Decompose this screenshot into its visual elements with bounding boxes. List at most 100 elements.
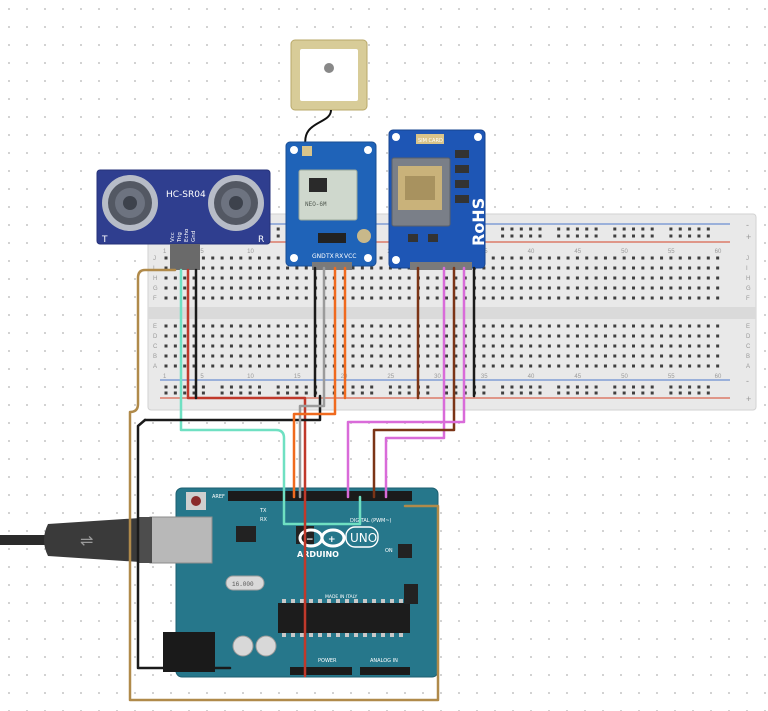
breadboard-hole <box>248 266 252 270</box>
rail-hole <box>201 385 205 389</box>
column-number: 5 <box>200 374 204 380</box>
chip-pin <box>291 599 295 603</box>
breadboard-hole <box>575 354 579 358</box>
wire-gps-rx <box>292 266 337 499</box>
chip-pin <box>372 633 376 637</box>
breadboard-hole <box>258 266 261 270</box>
analog-header <box>360 667 410 675</box>
chip-pin <box>354 633 358 637</box>
breadboard-hole <box>622 266 626 270</box>
breadboard-hole <box>388 266 392 270</box>
reset-button[interactable] <box>191 496 201 506</box>
breadboard-hole <box>173 296 177 300</box>
breadboard-hole <box>435 276 439 280</box>
breadboard-hole <box>660 344 664 348</box>
row-letter: C <box>746 344 751 350</box>
breadboard-hole <box>538 334 542 338</box>
column-number: 1 <box>163 249 167 255</box>
rail-hole <box>622 385 626 389</box>
column-number: 25 <box>387 374 394 380</box>
rail-hole <box>669 385 673 389</box>
breadboard-hole <box>258 276 261 280</box>
breadboard-hole <box>575 364 579 368</box>
rail-plus-label: + <box>746 232 751 242</box>
breadboard-hole <box>538 276 542 280</box>
breadboard-hole <box>501 324 505 328</box>
breadboard-hole <box>688 296 692 300</box>
arduino-model: UNO <box>350 531 377 545</box>
breadboard-hole <box>594 296 598 300</box>
breadboard-hole <box>669 364 673 368</box>
breadboard-hole <box>632 364 635 368</box>
breadboard-hole <box>164 334 168 338</box>
rail-hole <box>706 391 710 395</box>
breadboard-hole <box>295 266 299 270</box>
breadboard-hole <box>688 354 692 358</box>
breadboard-hole <box>491 324 495 328</box>
column-number: 45 <box>574 249 581 255</box>
chip-pin <box>345 599 349 603</box>
breadboard-hole <box>267 324 271 328</box>
rail-hole <box>650 385 654 389</box>
breadboard-hole <box>688 364 692 368</box>
breadboard-hole <box>183 296 187 300</box>
rail-hole <box>201 391 205 395</box>
breadboard-hole <box>360 354 364 358</box>
breadboard-hole <box>445 354 448 358</box>
rail-hole <box>445 385 448 389</box>
breadboard-hole <box>538 324 542 328</box>
breadboard-hole <box>286 286 290 290</box>
breadboard-hole <box>388 296 392 300</box>
rail-hole <box>641 385 645 389</box>
breadboard-hole <box>510 296 514 300</box>
breadboard-hole <box>342 354 346 358</box>
breadboard-hole <box>435 354 439 358</box>
breadboard-hole <box>557 344 561 348</box>
breadboard-hole <box>482 354 486 358</box>
breadboard-hole <box>566 344 570 348</box>
breadboard-hole <box>276 324 280 328</box>
rail-hole <box>697 391 701 395</box>
breadboard-hole <box>547 256 551 260</box>
breadboard-hole <box>585 276 589 280</box>
breadboard-hole <box>295 354 299 358</box>
rail-hole <box>585 391 589 395</box>
aref-label: AREF <box>212 494 225 500</box>
breadboard-hole <box>641 334 645 338</box>
breadboard-hole <box>351 266 355 270</box>
breadboard-hole <box>603 364 607 368</box>
breadboard-hole <box>622 256 626 260</box>
column-number: 40 <box>528 249 535 255</box>
breadboard-hole <box>407 334 411 338</box>
breadboard-hole <box>220 266 224 270</box>
breadboard-hole <box>342 334 346 338</box>
breadboard-hole <box>164 276 168 280</box>
breadboard-hole <box>201 286 205 290</box>
antenna-feed-dot <box>324 63 334 73</box>
breadboard-hole <box>557 364 561 368</box>
breadboard-hole <box>660 256 664 260</box>
breadboard-hole <box>650 256 654 260</box>
breadboard-hole <box>585 324 589 328</box>
rail-hole <box>669 234 673 238</box>
breadboard-hole <box>547 286 551 290</box>
breadboard-hole <box>482 364 486 368</box>
rail-hole <box>622 391 626 395</box>
breadboard-hole <box>688 334 692 338</box>
column-number: 55 <box>668 249 675 255</box>
breadboard-hole <box>641 296 645 300</box>
breadboard-hole <box>566 276 570 280</box>
rail-hole <box>510 391 514 395</box>
breadboard-hole <box>295 276 299 280</box>
breadboard-hole <box>613 354 617 358</box>
wire-gps-tx <box>298 266 326 499</box>
breadboard-hole <box>566 256 570 260</box>
breadboard-hole <box>557 324 561 328</box>
chip-pin <box>327 599 331 603</box>
breadboard-hole <box>613 364 617 368</box>
rail-hole <box>370 385 374 389</box>
breadboard-hole <box>192 364 196 368</box>
breadboard-hole <box>519 324 523 328</box>
rail-hole <box>183 391 187 395</box>
breadboard-hole <box>258 256 261 260</box>
